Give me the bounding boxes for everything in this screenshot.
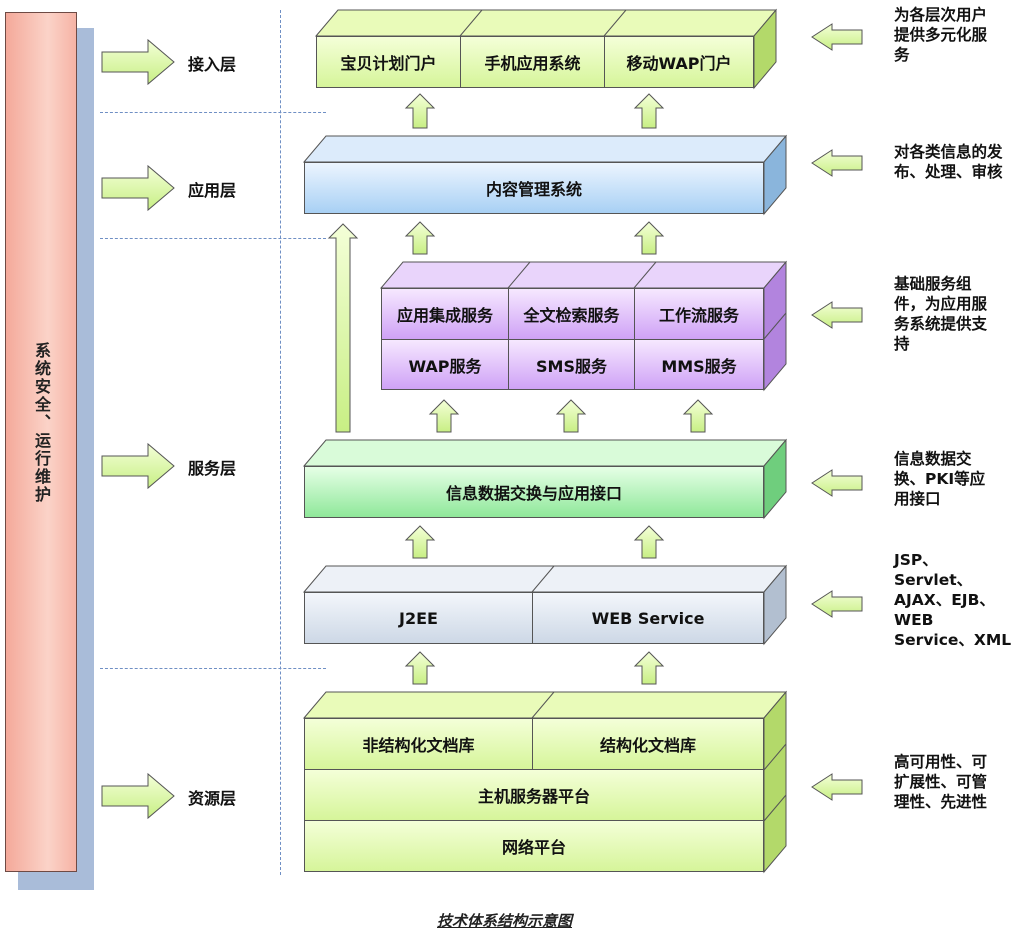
up-arrow-icon-10	[404, 651, 436, 685]
up-arrow-icon-1	[404, 93, 436, 129]
up-arrow-icon-4	[633, 221, 665, 255]
desc-application: 对各类信息的发 布、处理、审核	[894, 143, 1003, 181]
box-mobile-app: 手机应用系统	[460, 36, 605, 88]
desc-arrow-icon-6	[811, 773, 863, 801]
service-top-face	[379, 261, 788, 289]
box-web-service: WEB Service	[532, 592, 764, 644]
exchange-top-face	[302, 439, 788, 467]
box-unstructured-docs: 非结构化文档库	[304, 718, 533, 770]
exchange-side-face	[763, 438, 787, 520]
up-arrow-icon-5	[428, 399, 460, 433]
up-arrow-icon-2	[633, 93, 665, 129]
resource-top-face	[302, 691, 788, 719]
box-sms-service: SMS服务	[508, 339, 635, 390]
security-bar: 系统安全、运行维护	[5, 12, 77, 872]
up-arrow-icon-11	[633, 651, 665, 685]
layer-label-resource: 资源层	[188, 789, 237, 808]
up-arrow-icon-7	[682, 399, 714, 433]
desc-resource: 高可用性、可 扩展性、可管 理性、先进性	[894, 753, 988, 811]
layer-divider-2	[100, 238, 326, 239]
layer-divider-1	[100, 112, 326, 113]
box-host-server: 主机服务器平台	[304, 769, 764, 821]
desc-arrow-icon-3	[811, 301, 863, 329]
box-baobei-portal: 宝贝计划门户	[316, 36, 461, 88]
desc-arrow-icon-5	[811, 590, 863, 618]
box-fulltext-search: 全文检索服务	[508, 288, 635, 340]
box-app-integration: 应用集成服务	[381, 288, 509, 340]
desc-arrow-icon-1	[811, 23, 863, 51]
tall-up-arrow-icon	[327, 223, 359, 433]
box-j2ee: J2EE	[304, 592, 533, 644]
resource-side-face	[763, 690, 787, 874]
vertical-divider	[280, 10, 281, 875]
application-layer-arrow-icon	[101, 164, 175, 212]
platform-side-face	[763, 564, 787, 646]
access-top-face	[314, 9, 778, 37]
layer-label-access: 接入层	[188, 55, 237, 74]
up-arrow-icon-8	[404, 525, 436, 559]
security-bar-label: 系统安全、运行维护	[32, 342, 51, 504]
layer-label-application: 应用层	[188, 181, 237, 200]
service-layer-arrow-icon	[101, 442, 175, 490]
box-structured-docs: 结构化文档库	[532, 718, 764, 770]
desc-exchange: 信息数据交 换、PKI等应 用接口	[894, 450, 986, 508]
box-network: 网络平台	[304, 820, 764, 872]
up-arrow-icon-3	[404, 221, 436, 255]
box-wap-portal: 移动WAP门户	[604, 36, 754, 88]
up-arrow-icon-6	[555, 399, 587, 433]
desc-platform: JSP、 Servlet、 AJAX、EJB、 WEB Service、XML	[894, 551, 1012, 649]
desc-arrow-icon-4	[811, 469, 863, 497]
cms-top-face	[302, 135, 788, 163]
cms-side-face	[763, 134, 787, 216]
platform-top-face	[302, 565, 788, 593]
desc-arrow-icon-2	[811, 149, 863, 177]
up-arrow-icon-9	[633, 525, 665, 559]
box-wap-service: WAP服务	[381, 339, 509, 390]
box-data-exchange: 信息数据交换与应用接口	[304, 466, 764, 518]
resource-layer-arrow-icon	[101, 772, 175, 820]
access-layer-arrow-icon	[101, 38, 175, 86]
box-workflow: 工作流服务	[634, 288, 764, 340]
box-cms: 内容管理系统	[304, 162, 764, 214]
box-mms-service: MMS服务	[634, 339, 764, 390]
access-side-face	[753, 8, 777, 90]
layer-divider-3	[100, 668, 326, 669]
desc-access: 为各层次用户 提供多元化服 务	[894, 6, 988, 64]
desc-service: 基础服务组 件，为应用服 务系统提供支 持	[894, 275, 988, 353]
diagram-caption: 技术体系结构示意图	[437, 912, 573, 930]
layer-label-service: 服务层	[188, 459, 237, 478]
